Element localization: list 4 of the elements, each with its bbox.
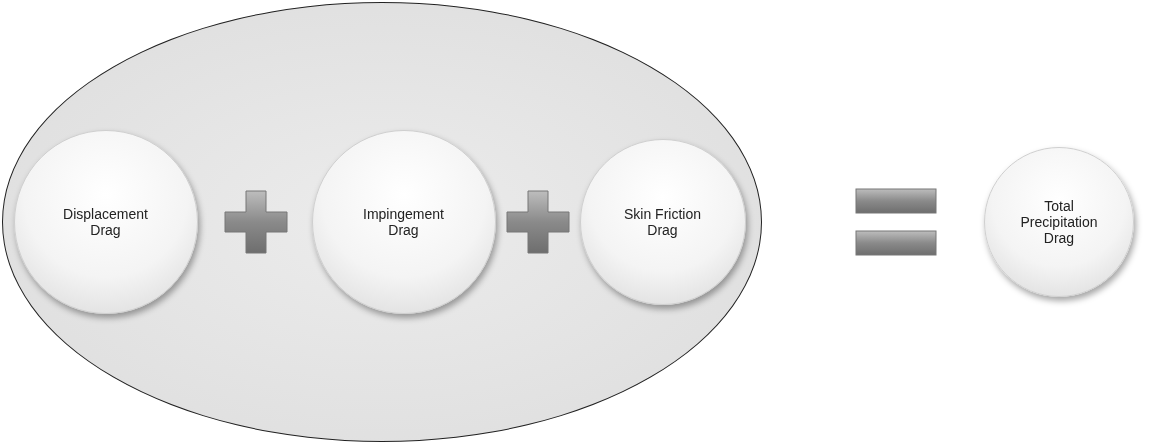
node-label: Impingement Drag: [362, 205, 445, 238]
node-label: Skin Friction Drag: [623, 205, 702, 238]
node-label: Displacement Drag: [62, 205, 149, 238]
node-label: Total Precipitation Drag: [1019, 198, 1099, 246]
